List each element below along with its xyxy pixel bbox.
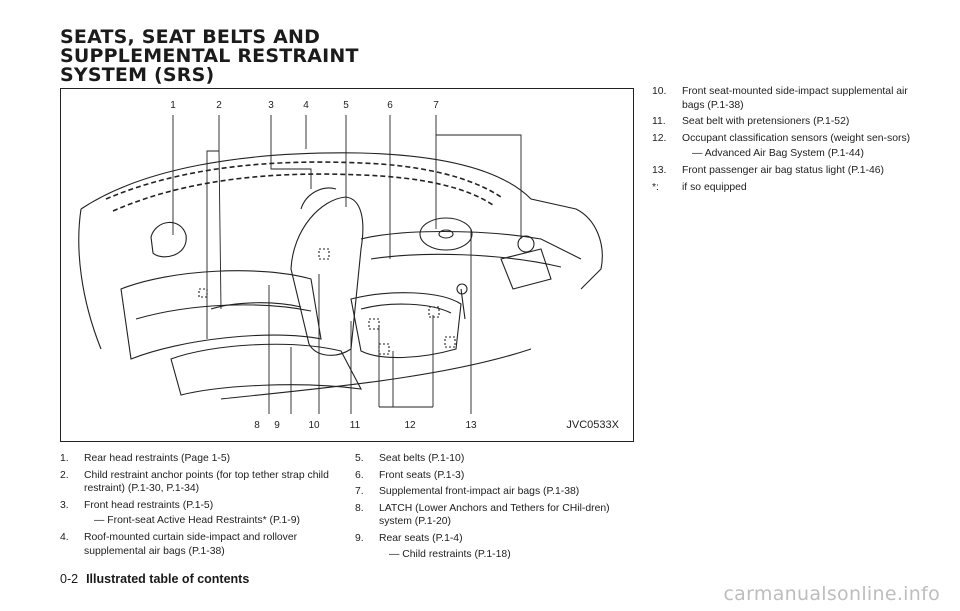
list-item: 1.Rear head restraints (Page 1-5)	[60, 453, 231, 464]
illustration-frame: 1 2 3 4 5 6 7 8 9 10 11 12 13 JVC0533X	[60, 88, 634, 442]
list-item: 11.Seat belt with pretensioners (P.1-52)	[652, 116, 850, 128]
callout-13: 13	[465, 420, 477, 431]
list-item: 9.Rear seats (P.1-4)— Child restraints (…	[355, 532, 511, 560]
footer-section-title: Illustrated table of contents	[86, 572, 250, 586]
list-item: 8.LATCH (Lower Anchors and Tethers for C…	[355, 502, 610, 528]
callout-2: 2	[216, 100, 222, 111]
page-footer: 0-2 Illustrated table of contents	[60, 572, 249, 586]
page-number: 0-2	[60, 572, 79, 586]
callout-8: 8	[254, 420, 260, 431]
list-item: 4.Roof-mounted curtain side-impact and r…	[60, 531, 298, 557]
list-item: 7.Supplemental front-impact air bags (P.…	[355, 486, 580, 498]
title-line-2: SUPPLEMENTAL RESTRAINT	[60, 45, 359, 67]
callout-11: 11	[349, 420, 361, 431]
callout-5: 5	[343, 100, 349, 111]
list-item: 3.Front head restraints (P.1-5)— Front-s…	[60, 499, 300, 527]
list-item: 5.Seat belts (P.1-10)	[355, 453, 465, 464]
callout-3: 3	[268, 100, 274, 111]
list-item: 6.Front seats (P.1-3)	[355, 469, 465, 481]
list-item: 12.Occupant classification sensors (weig…	[652, 132, 911, 160]
list-item: 10.Front seat-mounted side-impact supple…	[652, 86, 908, 111]
vehicle-interior-illustration	[78, 115, 603, 414]
figure-code: JVC0533X	[566, 419, 619, 431]
callout-4: 4	[303, 100, 309, 111]
watermark: carmanualsonline.info	[723, 583, 940, 605]
callout-10: 10	[308, 420, 320, 431]
list-item: 13.Front passenger air bag status light …	[652, 164, 884, 176]
callout-12: 12	[404, 420, 416, 431]
list-item: *:if so equipped	[652, 181, 747, 193]
title-line-1: SEATS, SEAT BELTS AND	[60, 26, 321, 48]
title-line-3: SYSTEM (SRS)	[60, 64, 215, 86]
legend-column-1: 1.Rear head restraints (Page 1-5) 2.Chil…	[60, 452, 340, 561]
callout-7: 7	[433, 100, 439, 111]
list-item: 2.Child restraint anchor points (for top…	[60, 469, 329, 495]
callout-6: 6	[387, 100, 393, 111]
callout-1: 1	[170, 100, 176, 111]
legend-column-3: 10.Front seat-mounted side-impact supple…	[652, 85, 914, 197]
legend-column-2: 5.Seat belts (P.1-10) 6.Front seats (P.1…	[355, 452, 635, 564]
section-title: SEATS, SEAT BELTS AND SUPPLEMENTAL RESTR…	[60, 28, 359, 85]
callout-9: 9	[274, 420, 280, 431]
